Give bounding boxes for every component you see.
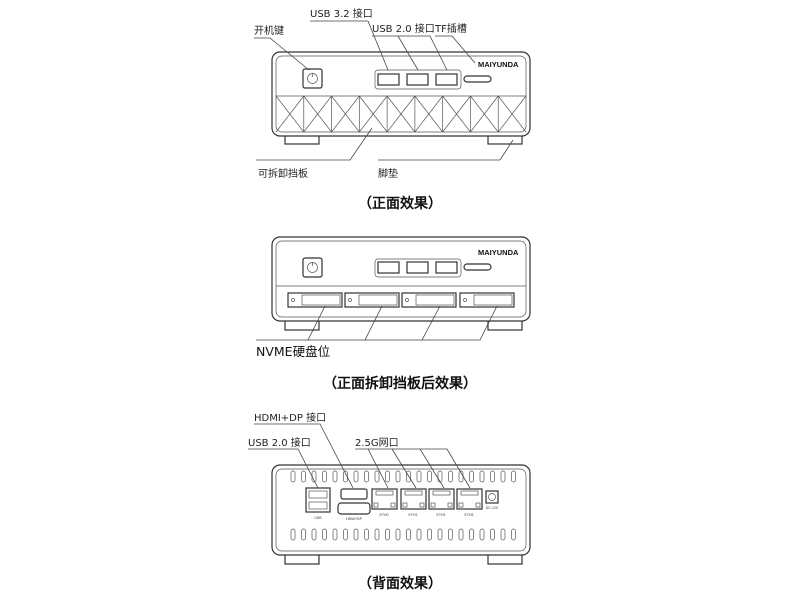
vent-slot xyxy=(427,528,432,541)
vent-slot xyxy=(353,470,359,483)
vent-slot xyxy=(374,528,380,541)
vents xyxy=(290,470,516,541)
usb-port xyxy=(377,261,400,274)
nvme-slot xyxy=(287,292,343,308)
vent-slot xyxy=(301,470,306,483)
vent-slot xyxy=(448,528,453,541)
vent-slot xyxy=(353,528,359,541)
port-label-eth1: ETH1 xyxy=(409,513,418,517)
label-feet: 脚垫 xyxy=(378,167,398,180)
vent-slot xyxy=(511,470,516,483)
label-usb20: USB 2.0 接口 xyxy=(372,22,435,35)
vent-slot xyxy=(301,528,306,541)
brand-logo: MAIYUNDA xyxy=(478,248,519,257)
port-label-dc: DC-12V xyxy=(486,506,499,510)
ethernet-ports xyxy=(371,488,483,510)
label-power-button: 开机键 xyxy=(254,24,284,37)
vent-slot xyxy=(479,528,485,541)
usb-port-stack xyxy=(305,487,331,513)
hdmi-port xyxy=(340,488,368,500)
vent-slot xyxy=(469,470,474,483)
vent-slot xyxy=(290,528,296,541)
label-lan: 2.5G网口 xyxy=(355,437,399,449)
vent-slot xyxy=(500,470,506,483)
brand-logo: MAIYUNDA xyxy=(478,60,519,69)
caption-front-open: （正面拆卸挡板后效果） xyxy=(323,375,477,392)
vent-slot xyxy=(322,470,327,483)
vent-slot xyxy=(374,470,380,483)
vent-slot xyxy=(332,528,338,541)
vent-slot xyxy=(385,528,390,541)
vent-slot xyxy=(479,470,485,483)
label-tf-slot: TF插槽 xyxy=(434,22,467,35)
nvme-slot xyxy=(459,292,515,308)
device-body xyxy=(271,51,531,137)
nvme-slots xyxy=(287,292,515,308)
power-button xyxy=(302,257,323,278)
label-hdmi-dp: HDMI+DP 接口 xyxy=(254,411,326,424)
nvme-slot xyxy=(401,292,457,308)
dc-jack xyxy=(485,490,499,504)
vent-slot xyxy=(364,470,369,483)
usb-port xyxy=(435,73,458,86)
port-label-eth0: ETH0 xyxy=(380,513,389,517)
label-usb20-back: USB 2.0 接口 xyxy=(248,436,311,449)
vent-slot xyxy=(448,470,453,483)
removable-panel-grille xyxy=(275,95,527,133)
caption-front: （正面效果） xyxy=(358,195,442,212)
front-view: MAIYUNDA 开机键 USB 3.2 接口 USB 2.0 接口 TF插槽 … xyxy=(254,7,531,212)
usb-port xyxy=(435,261,458,274)
vent-slot xyxy=(416,528,422,541)
usb-port xyxy=(406,261,429,274)
vent-slot xyxy=(290,470,296,483)
vent-slot xyxy=(490,528,495,541)
dp-port xyxy=(337,502,371,515)
front-open-view: MAIYUNDA NVME硬盘位 （正面拆卸挡板后效果） xyxy=(256,236,531,392)
vent-slot xyxy=(385,470,390,483)
usb-port xyxy=(406,73,429,86)
vent-slot xyxy=(437,528,443,541)
label-removable-panel: 可拆卸挡板 xyxy=(258,167,308,180)
vent-slot xyxy=(469,528,474,541)
vent-slot xyxy=(332,470,338,483)
port-label-hdmi: HDMI+DP xyxy=(346,517,363,521)
vent-slot xyxy=(395,470,401,483)
back-view: USB HDMI+DP ETH0 ETH1 ETH2 ETH3 DC-12V H… xyxy=(248,411,531,592)
device-body xyxy=(271,464,531,556)
vent-slot xyxy=(311,528,317,541)
vent-slot xyxy=(364,528,369,541)
usb-port xyxy=(377,73,400,86)
vent-slot xyxy=(458,528,464,541)
vent-slot xyxy=(427,470,432,483)
vent-slot xyxy=(500,528,506,541)
nvme-slot xyxy=(344,292,400,308)
tf-slot xyxy=(463,75,492,83)
label-usb32: USB 3.2 接口 xyxy=(310,7,373,20)
vent-slot xyxy=(322,528,327,541)
vent-slot xyxy=(395,528,401,541)
port-label-usb: USB xyxy=(314,516,322,520)
power-button xyxy=(302,68,323,89)
port-label-eth2: ETH2 xyxy=(437,513,446,517)
vent-slot xyxy=(490,470,495,483)
caption-back: （背面效果） xyxy=(358,575,442,592)
label-nvme: NVME硬盘位 xyxy=(256,344,330,359)
vent-slot xyxy=(511,528,516,541)
vent-slot xyxy=(406,470,411,483)
vent-slot xyxy=(343,528,348,541)
vent-slot xyxy=(416,470,422,483)
port-label-eth3: ETH3 xyxy=(465,513,474,517)
vent-slot xyxy=(406,528,411,541)
